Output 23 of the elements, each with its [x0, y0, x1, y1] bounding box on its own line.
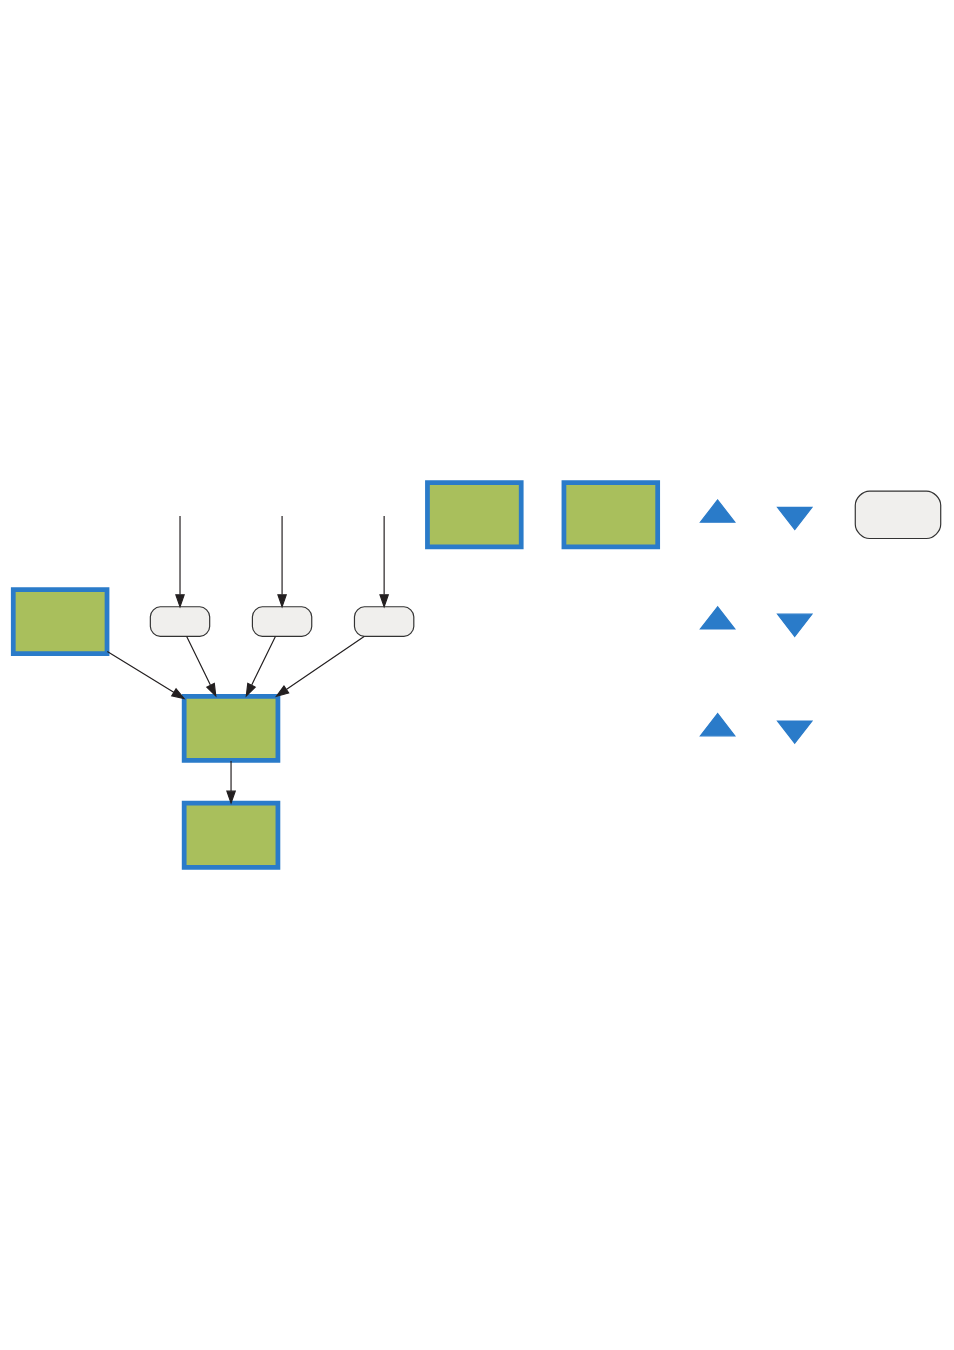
arrow	[106, 651, 186, 700]
node-box	[353, 606, 415, 638]
arrow	[175, 515, 185, 609]
node-triangle	[699, 605, 737, 630]
node-triangle	[699, 498, 737, 523]
node-triangle	[776, 506, 814, 531]
node-box	[425, 480, 524, 550]
node-box	[251, 606, 313, 638]
node-triangle	[776, 720, 814, 745]
node-box	[10, 587, 110, 656]
arrow	[275, 635, 365, 698]
arrow	[245, 635, 276, 698]
node-box	[181, 694, 281, 763]
arrow	[186, 635, 217, 698]
arrow	[226, 760, 237, 805]
node-triangle	[699, 712, 737, 737]
node-box	[561, 480, 661, 550]
arrow	[277, 515, 288, 609]
node-box	[181, 800, 281, 870]
node-triangle	[776, 613, 814, 638]
arrow	[379, 515, 390, 609]
node-box	[854, 490, 942, 540]
node-box	[149, 606, 211, 638]
